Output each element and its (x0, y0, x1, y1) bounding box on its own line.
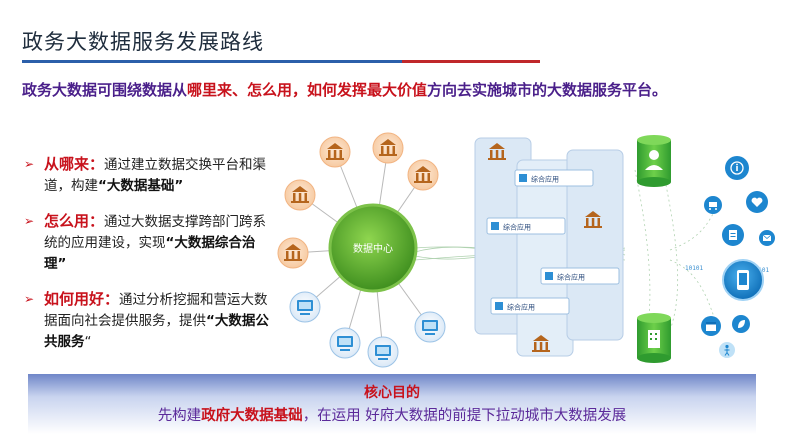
binary-stream-label: 10101 (685, 265, 703, 272)
monitor-nodes (289, 291, 446, 368)
bank-icon (291, 186, 309, 203)
architecture-diagram: 数据中心 (277, 132, 775, 368)
bank-icon (532, 335, 550, 352)
arrow-right-icon: ➢ (24, 214, 35, 228)
page-title: 政务大数据服务发展路线 (22, 30, 264, 54)
bank-icon (379, 139, 397, 156)
mail-icon (759, 230, 775, 246)
bank-icon (488, 143, 506, 160)
leaf-icon (732, 315, 750, 333)
building-icon (648, 330, 660, 348)
bank-icon (326, 143, 344, 160)
bullet-text: 通过大数据支撑跨部门跨系统的应用建设，实现 (44, 214, 267, 251)
bank-node (372, 132, 404, 164)
core-purpose-title: 核心目的 (364, 385, 420, 401)
app-icon (519, 174, 527, 182)
app-tile-label: 综合应用 (531, 175, 559, 184)
subtitle-highlight: 哪里来、怎么用，如何发挥最大价值 (187, 81, 428, 99)
core-purpose-text: 先构建政府大数据基础，在运用 好府大数据的前提下拉动城市大数据发展 (28, 404, 756, 425)
monitor-icon (375, 345, 391, 360)
title-underline-red (402, 60, 540, 63)
core-purpose-part1: 先构建 (157, 408, 202, 424)
walking-person-icon (719, 342, 735, 358)
app-icon (495, 302, 503, 310)
app-tile-label: 综合应用 (557, 273, 585, 282)
bullet-text: 通过分析挖掘和营运大数据面向社会提供服务，提供 (44, 292, 268, 329)
title-underline-blue (22, 60, 402, 63)
bank-node (284, 179, 316, 211)
core-purpose-highlight: 政府大数据基础 (201, 408, 303, 424)
monitor-icon (422, 320, 438, 335)
bank-nodes (277, 132, 439, 269)
bank-icon (414, 166, 432, 183)
service-icons (701, 156, 775, 358)
data-center-hub (328, 203, 418, 293)
bank-node (407, 159, 439, 191)
heart-icon (746, 191, 768, 213)
subtitle-part1: 政务大数据可围绕数据从 (22, 81, 188, 99)
calendar-icon (701, 316, 721, 336)
info-icon (725, 156, 749, 180)
app-tile-label: 综合应用 (507, 303, 535, 312)
bullet-strong: “大数据综合治理” (44, 235, 256, 272)
monitor-node (329, 327, 361, 359)
bullet-strong: “大数据公共服务 (44, 313, 269, 350)
cart-icon (704, 196, 722, 214)
app-panel-middle (516, 159, 574, 357)
bullet-tail: “ (84, 334, 92, 350)
bullet-item-source: ➢ 从哪来：通过建立数据交换平台和渠道，构建“大数据基础” (22, 154, 272, 197)
monitor-icon (337, 336, 353, 351)
bullet-item-usage: ➢ 怎么用：通过大数据支撑跨部门跨系统的应用建设，实现“大数据综合治理” (22, 211, 272, 275)
database-cylinder-top (637, 135, 671, 187)
app-panel-front (566, 149, 624, 341)
subtitle-part2: 方向去实施城市的大数据服务平台。 (427, 81, 668, 99)
subtitle: 政务大数据可围绕数据从哪里来、怎么用，如何发挥最大价值方向去实施城市的大数据服务… (22, 79, 667, 100)
app-panels: 综合应用 综合应用 综合应用 综合应用 (474, 137, 624, 357)
bullet-key: 怎么用： (44, 212, 105, 230)
bullet-item-value: ➢ 如何用好：通过分析挖掘和营运大数据面向社会提供服务，提供“大数据公共服务“ (22, 289, 272, 353)
bank-icon (584, 211, 602, 228)
monitor-node (414, 311, 446, 343)
monitor-icon (297, 300, 313, 315)
core-purpose-part2: ，在运用 好府大数据的前提下拉动城市大数据发展 (302, 408, 627, 424)
core-purpose-banner: 核心目的 先构建政府大数据基础，在运用 好府大数据的前提下拉动城市大数据发展 (28, 374, 756, 434)
app-tile: 综合应用 (540, 267, 620, 285)
database-cylinder-bottom (637, 313, 671, 363)
bank-icon (284, 244, 302, 261)
bullet-key: 如何用好： (44, 290, 120, 308)
user-icon (645, 150, 663, 170)
data-center-label: 数据中心 (353, 242, 393, 255)
mobile-app-icon (722, 259, 764, 301)
app-tile: 综合应用 (490, 297, 570, 315)
monitor-node (367, 336, 399, 368)
app-icon (545, 272, 553, 280)
document-icon (722, 224, 744, 246)
title-underline (22, 60, 540, 63)
monitor-node (289, 291, 321, 323)
app-tile: 综合应用 (486, 217, 566, 235)
app-tile: 综合应用 (514, 169, 594, 187)
app-tile-label: 综合应用 (503, 223, 531, 232)
app-icon (491, 222, 499, 230)
bank-node (319, 136, 351, 168)
bullet-list: ➢ 从哪来：通过建立数据交换平台和渠道，构建“大数据基础” ➢ 怎么用：通过大数… (22, 154, 272, 367)
bullet-text: 通过建立数据交换平台和渠道，构建 (44, 157, 267, 194)
bullet-key: 从哪来： (44, 155, 105, 173)
arrow-right-icon: ➢ (24, 292, 35, 306)
bullet-strong: “大数据基础” (98, 178, 184, 194)
arrow-right-icon: ➢ (24, 157, 35, 171)
bank-node (277, 237, 309, 269)
